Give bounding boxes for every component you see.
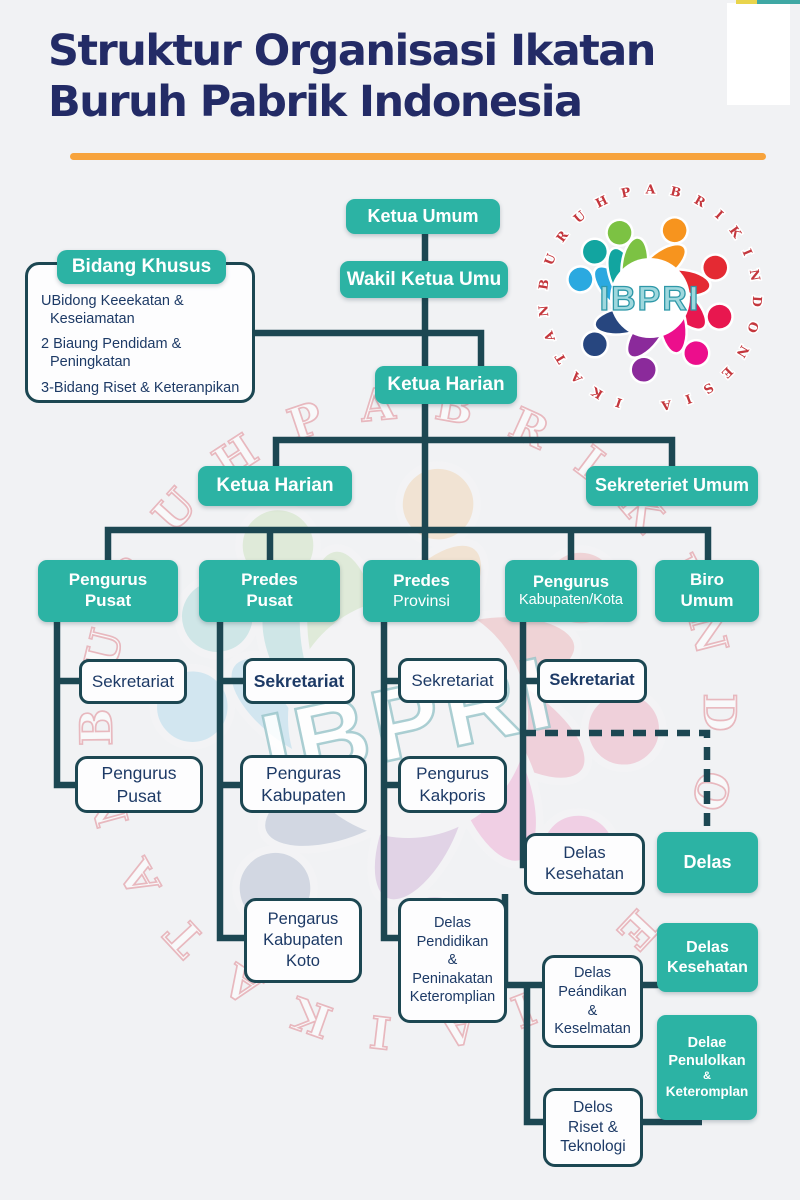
- node-delos-riset: Delos Riset & Teknologi: [543, 1088, 643, 1167]
- logo-ibpri-text: IBPRI: [600, 280, 701, 318]
- node-sekretariat-1: Sekretariat: [79, 659, 187, 704]
- node-delas-peandikan: Delas Peándikan & Keselmatan: [542, 955, 643, 1048]
- org-chart-connectors: [53, 233, 712, 1126]
- node-pengurus-pusat: Pengurus Pusat: [38, 560, 178, 622]
- node-delas-kesehatan-teal: Delas Kesehatan: [657, 923, 758, 992]
- node-sekretariat-4: Sekretariat: [537, 659, 647, 703]
- node-bidang-khusus: Bidang Khusus: [57, 250, 226, 284]
- node-pengurus-pusat-white: Pengurus Pusat: [75, 756, 203, 813]
- node-pengurus-kakporis: Pengurus Kakporis: [398, 756, 507, 813]
- bidang-item-2: 2 Biaung Pendidam & Peningkatan: [41, 336, 182, 371]
- node-biro-umum: Biro Umum: [655, 560, 759, 622]
- node-sekretariat-3: Sekretariat: [398, 658, 507, 703]
- node-ketua-harian-center: Ketua Harian: [375, 366, 517, 404]
- page-title: Struktur Organisasi Ikatan Buruh Pabrik …: [48, 26, 778, 127]
- node-sekreteriet-umum: Sekreteriet Umum: [586, 466, 758, 506]
- yellow-top-bar: [736, 0, 757, 4]
- bidang-item-3: 3-Bidang Riset & Keteranpikan: [41, 379, 240, 396]
- teal-top-bar: [757, 0, 800, 4]
- node-delas-kesehatan-white: Delas Kesehatan: [524, 833, 645, 895]
- node-delas: Delas: [657, 832, 758, 893]
- node-delas-pendidikan: Delas Pendidikan & Peninakatan Keterompl…: [398, 898, 507, 1023]
- node-sekretariat-2: Sekretariat: [243, 658, 355, 704]
- node-delae-penulolkan: Delae Penulolkan & Keteromplan: [657, 1015, 757, 1120]
- node-predes-provinsi: Predes Provinsi: [363, 560, 480, 622]
- page-title-line1: Struktur Organisasi Ikatan: [48, 26, 656, 76]
- logo-flower-icon: IBPRI: [559, 208, 741, 387]
- node-pengurus-kabupaten-kota: Pengurus Kabupaten/Kota: [505, 560, 637, 622]
- node-pengarus-kabupaten-koto: Pengarus Kabupaten Koto: [244, 898, 362, 983]
- page-title-line2: Buruh Pabrik Indonesia: [48, 76, 583, 127]
- ibpri-logo: I K A T A N B U R U H P A B R I K I N D …: [525, 173, 775, 423]
- node-ketua-harian-left: Ketua Harian: [198, 466, 352, 506]
- bidang-khusus-panel: UBidong Keeekatan & Keseiamatan 2 Biaung…: [25, 262, 255, 403]
- node-predes-pusat: Predes Pusat: [199, 560, 340, 622]
- corner-panel: [727, 3, 790, 105]
- bidang-item-1: UBidong Keeekatan & Keseiamatan: [41, 293, 184, 328]
- title-underline: [70, 153, 766, 160]
- node-penguras-kabupaten: Penguras Kabupaten: [240, 755, 367, 813]
- node-wakil-ketua-umu: Wakil Ketua Umu: [340, 261, 508, 298]
- node-ketua-umum: Ketua Umum: [346, 199, 500, 234]
